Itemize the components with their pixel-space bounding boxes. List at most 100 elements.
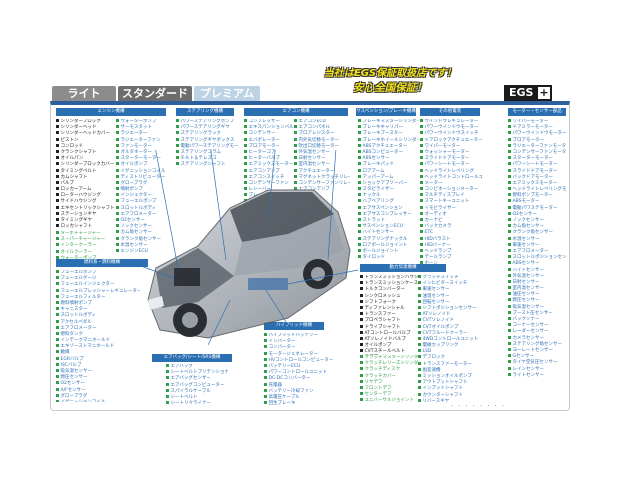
list-item: クラッチカバー xyxy=(360,374,418,380)
list-item: 車速センサー xyxy=(418,287,504,293)
list-item: ABSモーター xyxy=(508,199,566,205)
list-item: イグニッションコイル xyxy=(116,169,172,175)
list-item: バッテリーECU xyxy=(264,364,358,370)
list-item: エアバッグコンピューター xyxy=(166,383,228,389)
list-item: 電磁カップリング xyxy=(418,343,504,349)
list-item: 燃圧センサー xyxy=(56,375,140,381)
list-item: ラジエーター xyxy=(116,131,172,137)
list-item: 燃料ポンプモーター xyxy=(508,193,566,199)
list-item: ハイトセンサー xyxy=(508,268,566,274)
list-item: Gセンサー xyxy=(508,354,566,360)
list-item: ブースト圧センサー xyxy=(508,311,566,317)
list-item: デフロック xyxy=(418,355,504,361)
list-item: トランスファーモーター xyxy=(418,362,504,368)
list-item: 電動パワステモーター xyxy=(508,206,566,212)
list-item: シートベルトプリテンショナー xyxy=(166,370,229,376)
list-item: カム角センサー xyxy=(116,230,172,236)
list-item: パワーステアリングポンプ xyxy=(176,119,238,125)
leader-line-hybrid xyxy=(265,289,289,326)
list-item: 日射センサー xyxy=(294,156,350,162)
list-item: エアフロメーター xyxy=(56,326,140,332)
list-item: オーディオ xyxy=(420,212,482,218)
list-item: ウォッシャーモーター xyxy=(420,150,482,156)
car-headlight xyxy=(148,296,164,310)
tab-standard[interactable]: スタンダード xyxy=(118,86,192,101)
engine-section-header: エンジン機構 xyxy=(56,108,166,116)
engine-list-dark: シリンダーブロックシリンダーヘッドシリンダーヘッドカバーピストンコンロッドクラン… xyxy=(56,119,120,231)
list-item: シフトポジションセンサー xyxy=(418,306,504,312)
list-item: テールランプ xyxy=(420,255,482,261)
list-item: バルブ xyxy=(56,181,120,187)
list-item: エアミックスモーター xyxy=(244,162,294,168)
list-item: エキセントリックシャフト xyxy=(56,206,120,212)
list-item: 車速センサー xyxy=(508,243,566,249)
tab-light[interactable]: ライト xyxy=(52,86,116,101)
list-item: 4WDコントロールユニット xyxy=(418,337,504,343)
list-item: ヘッドライトレベリングモーター xyxy=(508,187,567,193)
list-item: HIDバラスト xyxy=(420,237,482,243)
list-item: エアコンECU xyxy=(294,119,350,125)
list-item: トランスミッションケース xyxy=(360,281,419,287)
transmission-list-dark: トランスミッションハウジングトランスミッションケーストルクコンバーターシンクロメ… xyxy=(360,275,419,355)
list-item: エアサスペンション xyxy=(358,206,418,212)
list-item: ファンモーター xyxy=(116,144,172,150)
list-item: ロアアーム xyxy=(358,169,418,175)
list-item: O2センサー xyxy=(56,381,140,387)
list-item: ホーン xyxy=(420,261,482,265)
list-item: ノックセンサー xyxy=(508,218,566,224)
list-item: エアバッグセンサー xyxy=(166,376,228,382)
list-item: プロペラシャフト xyxy=(360,318,418,324)
list-item: リバースギヤ xyxy=(418,399,504,403)
transmission-section-header: 動力伝達機構 xyxy=(360,264,446,272)
list-item: タイミングギヤ xyxy=(56,218,120,224)
list-item: コーナーセンサー xyxy=(508,323,566,329)
list-item: シンクロメッシュ xyxy=(360,294,418,300)
list-item: カーナビ xyxy=(420,218,482,224)
list-item: サスペンションECU xyxy=(358,224,418,230)
list-item: インプットシャフト xyxy=(418,386,504,392)
list-item: ナックル xyxy=(358,193,418,199)
list-item: タイミングベルト xyxy=(56,169,120,175)
list-item: シートリクライナー xyxy=(166,401,228,404)
list-item: メーター xyxy=(420,181,482,187)
list-item: ABSセンサー xyxy=(508,261,566,267)
fuel-section-header: 燃料系・燃料機構 xyxy=(56,259,148,267)
list-item: マルチディスプレイ xyxy=(420,193,482,199)
list-item: ヒーターコア xyxy=(244,150,294,156)
list-item: リヤデフ xyxy=(360,380,418,386)
list-item: ABSコンピューター xyxy=(358,150,418,156)
list-item: フューエルフィルター xyxy=(56,295,140,301)
list-item: バックソナー xyxy=(508,317,566,323)
list-item: ラジエーターファンモーター xyxy=(508,144,567,150)
list-item: ヒーターバルブ xyxy=(244,156,294,162)
leader-line-aircon xyxy=(267,150,276,221)
list-item: ウォーターポンプ xyxy=(56,256,120,261)
list-item: スーパーチャージャー xyxy=(56,237,120,243)
list-item: ターボチャージャー xyxy=(56,231,120,237)
list-item: アッパーアーム xyxy=(358,175,418,181)
list-item: トランスファー xyxy=(360,312,418,318)
list-item: ノックセンサー xyxy=(116,224,172,230)
list-item: 室内温センサー xyxy=(508,286,566,292)
list-item: HIDバーナー xyxy=(420,243,482,249)
list-item: スマートキーユニット xyxy=(420,199,482,205)
list-item: フューエルゲージ xyxy=(56,276,140,282)
list-item: ローターハウジング xyxy=(56,193,120,199)
list-item: オイルポンプ xyxy=(116,162,172,168)
car-xray-illustration xyxy=(138,150,358,345)
list-item: ドライブシャフト xyxy=(360,325,418,331)
list-item: ロアボールジョイント xyxy=(358,243,418,249)
tab-premium[interactable]: プレミアム xyxy=(194,86,260,101)
motor-sensor-list: ワイパーモータードアミラーモーターパワーウインドウモーターブロアモーターラジエー… xyxy=(508,119,567,403)
list-item: パワーシートモーター xyxy=(508,162,566,168)
list-item: センターデフ xyxy=(360,392,418,398)
list-item: パワーウインドウモーター xyxy=(508,131,567,137)
list-item: HVコントロールコンピューター xyxy=(264,358,358,364)
list-item: 高電圧ケーブル xyxy=(264,395,358,401)
list-item: ブレーキパッド xyxy=(358,162,418,168)
list-item: グロープラグ xyxy=(56,394,140,400)
list-item: ショックアブソーバー xyxy=(358,181,418,187)
list-item: バッテリー冷却ファン xyxy=(264,389,358,395)
list-item: ハイブリッドバッテリー xyxy=(264,333,358,339)
